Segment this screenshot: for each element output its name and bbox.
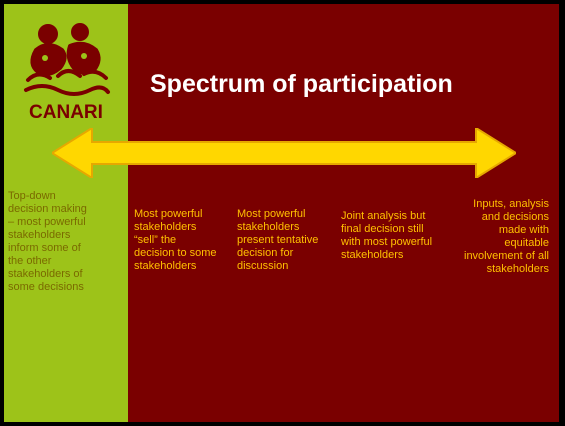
- spectrum-column-4: Joint analysis but final decision still …: [341, 210, 433, 261]
- spectrum-column-2: Most powerful stakeholders “sell” the de…: [134, 208, 217, 272]
- canari-logo-figures-icon: CANARI: [24, 23, 110, 123]
- double-headed-arrow-icon: [52, 128, 516, 178]
- logo-text: CANARI: [29, 102, 103, 123]
- slide-title: Spectrum of participation: [150, 70, 453, 98]
- slide: CANARI Spectrum of participation Top-dow…: [4, 4, 559, 422]
- spectrum-column-3: Most powerful stakeholders present tenta…: [237, 208, 319, 272]
- spectrum-column-5: Inputs, analysis and decisions made with…: [464, 198, 549, 275]
- spectrum-column-1: Top-down decision making – most powerful…: [8, 190, 87, 293]
- canari-logo: CANARI: [18, 20, 114, 124]
- left-color-band: [4, 4, 128, 422]
